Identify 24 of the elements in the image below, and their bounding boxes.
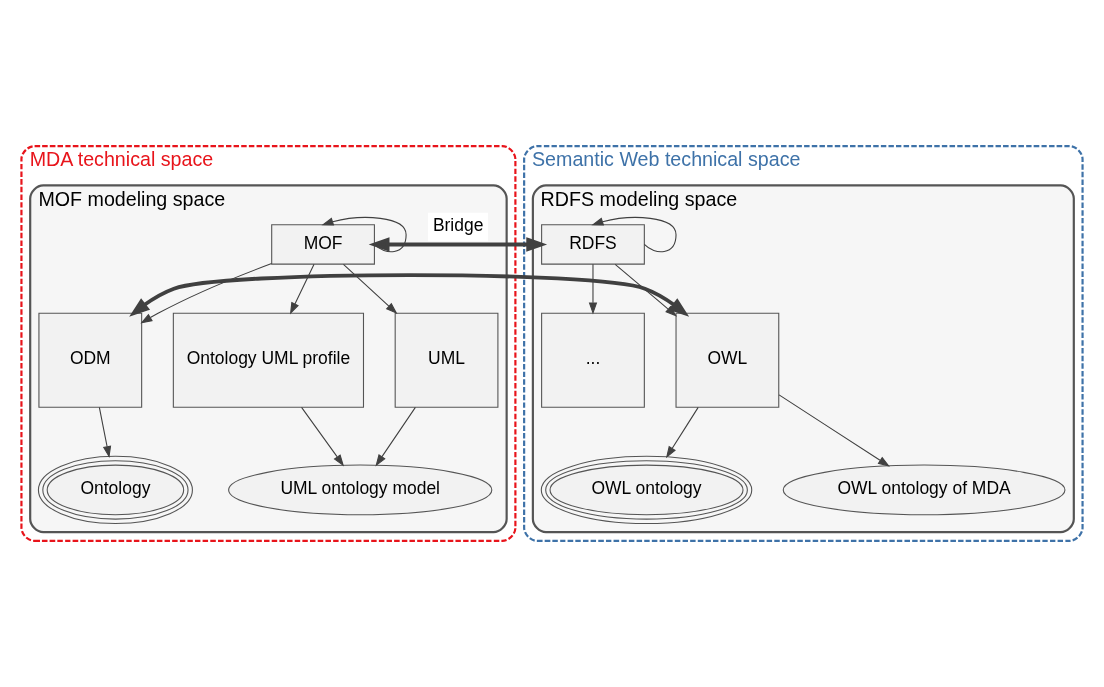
arrow [375,406,416,467]
edge-label: Bridge [432,215,484,236]
node-ellipse: Ontology [37,455,193,525]
arrow [778,394,890,467]
arrow [289,263,315,315]
arrow [301,406,345,467]
arrow [665,406,699,459]
node-box: Ontology UML profile [172,312,365,408]
arrow [98,406,112,459]
arrow [342,263,398,315]
node-ellipse: UML ontology model [228,464,493,516]
arrow [321,217,407,253]
node-box: UML [394,312,499,408]
arrow [588,263,598,315]
node-box: OWL [675,312,780,408]
arrow [591,217,677,253]
arrow [140,263,273,324]
node-box: MOF [271,224,375,265]
node-ellipse: OWL ontology [540,455,753,525]
node-box: RDFS [541,224,645,265]
node-box: ODM [38,312,143,408]
node-ellipse: OWL ontology of MDA [782,464,1066,516]
node-box: ... [541,312,645,408]
arrow [368,237,548,252]
